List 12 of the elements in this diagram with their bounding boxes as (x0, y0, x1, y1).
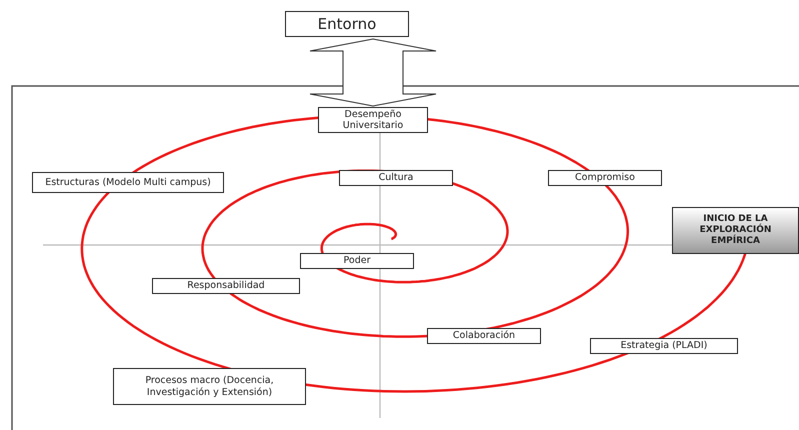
concept-box: Compromiso (548, 170, 662, 186)
concept-box: Colaboración (427, 328, 541, 344)
concept-box: Desempeño Universitario (318, 107, 428, 133)
double-block-arrow (310, 38, 436, 106)
title-box: Entorno (285, 11, 409, 37)
concept-box: Poder (300, 253, 414, 269)
concept-box: Cultura (339, 170, 453, 186)
concept-box: Estructuras (Modelo Multi campus) (32, 172, 224, 193)
concept-box: Estrategia (PLADI) (590, 338, 738, 354)
concept-box: Procesos macro (Docencia, Investigación y Extensión) (113, 368, 306, 405)
highlight-box: INICIO DE LA EXPLORACIÓN EMPÍRICA (672, 207, 799, 254)
concept-box: Responsabilidad (152, 278, 300, 294)
